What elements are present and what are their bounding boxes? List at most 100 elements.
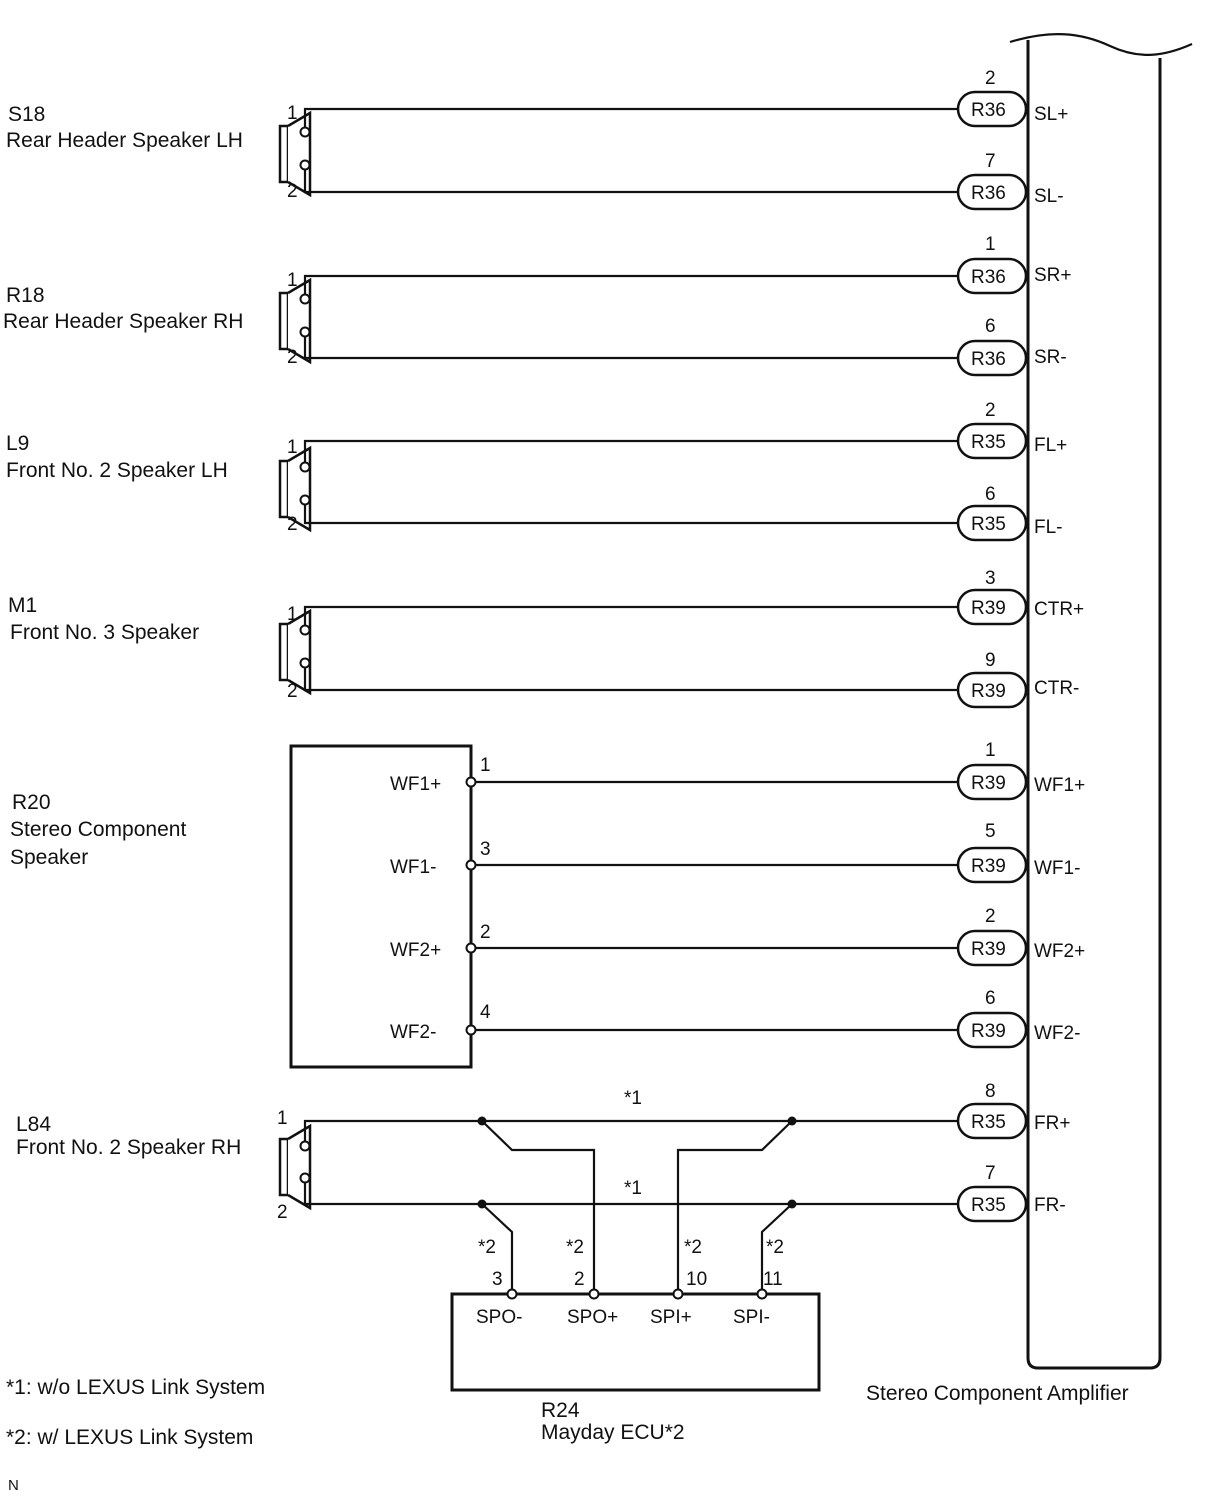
r20-amp-sig-2: WF1- [1034,858,1080,879]
mayday-pin-11: 11 [763,1269,783,1290]
s18-amp-pin-pos: 2 [985,68,996,89]
mayday-pin-3: 3 [492,1269,503,1290]
mayday-terminal-dots [506,1288,768,1300]
l84-amp-pin-neg: 7 [985,1163,996,1184]
r20-conn-4: R39 [971,1021,1006,1042]
mayday-sig-spi-pos: SPI+ [650,1307,692,1328]
r18-name: Rear Header Speaker RH [3,310,243,333]
r18-amp-pin-pos: 1 [985,234,996,255]
l9-amp-pin-neg: 6 [985,484,996,505]
l84-conn-pos: R35 [971,1112,1006,1133]
mayday-pin-10: 10 [686,1269,707,1290]
l84-conn-neg: R35 [971,1195,1006,1216]
mayday-name: Mayday ECU*2 [541,1421,685,1444]
l84-amp-pin-pos: 8 [985,1081,996,1102]
mayday-box [450,1292,821,1392]
s18-pin-pos: 1 [287,103,298,124]
m1-sig-pos: CTR+ [1034,599,1084,620]
r18-code: R18 [6,284,45,307]
m1-conn-pos: R39 [971,598,1006,619]
speaker-m1 [278,605,960,695]
r20-wires [465,776,960,1036]
m1-code: M1 [8,594,37,617]
speaker-l84 [278,1116,960,1294]
l9-sig-neg: FL- [1034,517,1063,538]
l9-pin-neg: 2 [287,514,298,535]
l9-code: L9 [6,432,29,455]
s18-conn-neg: R36 [971,183,1006,204]
l84-code: L84 [16,1113,51,1136]
mayday-note-3: *2 [684,1237,702,1258]
l9-pin-pos: 1 [287,437,298,458]
mayday-note-1: *2 [478,1237,496,1258]
r20-amp-pin-2: 5 [985,821,996,842]
r20-term-wf2p: WF2+ [390,940,441,961]
r20-name-line1: Stereo Component [10,818,186,841]
r20-conn-3: R39 [971,939,1006,960]
l9-conn-neg: R35 [971,514,1006,535]
m1-pin-pos: 1 [287,604,298,625]
r20-pin-4: 4 [480,1002,491,1023]
corner-mark: N [8,1477,19,1494]
l84-pin-neg: 2 [277,1202,288,1223]
r20-pin-1: 1 [480,755,491,776]
r20-amp-sig-3: WF2+ [1034,941,1085,962]
l9-amp-pin-pos: 2 [985,400,996,421]
speaker-s18 [278,107,960,197]
r20-amp-pin-4: 6 [985,988,996,1009]
l84-pin-pos: 1 [277,1108,288,1129]
r20-amp-pin-1: 1 [985,740,996,761]
m1-name: Front No. 3 Speaker [10,621,199,644]
s18-sig-neg: SL- [1034,186,1064,207]
m1-pin-neg: 2 [287,681,298,702]
l84-note-top: *1 [624,1088,642,1109]
mayday-code: R24 [541,1399,580,1422]
r20-amp-sig-4: WF2- [1034,1023,1080,1044]
note-2: *2: w/ LEXUS Link System [6,1426,253,1449]
m1-amp-pin-neg: 9 [985,650,996,671]
r20-code: R20 [12,791,51,814]
r18-pin-pos: 1 [287,270,298,291]
note-1: *1: w/o LEXUS Link System [6,1376,265,1399]
r20-conn-1: R39 [971,773,1006,794]
r20-amp-sig-1: WF1+ [1034,775,1085,796]
l84-name: Front No. 2 Speaker RH [16,1136,241,1159]
r20-pin-2: 2 [480,922,491,943]
l84-sig-neg: FR- [1034,1195,1066,1216]
m1-conn-neg: R39 [971,681,1006,702]
m1-sig-neg: CTR- [1034,678,1079,699]
r18-conn-neg: R36 [971,349,1006,370]
amplifier-name: Stereo Component Amplifier [866,1382,1129,1405]
l84-sig-pos: FR+ [1034,1113,1070,1134]
r18-amp-pin-neg: 6 [985,316,996,337]
l9-name: Front No. 2 Speaker LH [6,459,228,482]
r20-term-wf1n: WF1- [390,857,436,878]
m1-amp-pin-pos: 3 [985,568,996,589]
mayday-sig-spo-pos: SPO+ [567,1307,618,1328]
mayday-note-2: *2 [566,1237,584,1258]
mayday-sig-spo-neg: SPO- [476,1307,522,1328]
l9-sig-pos: FL+ [1034,435,1067,456]
r18-sig-neg: SR- [1034,347,1067,368]
r20-name-line2: Speaker [10,846,88,869]
s18-conn-pos: R36 [971,100,1006,121]
r18-pin-neg: 2 [287,347,298,368]
l84-note-bottom: *1 [624,1178,642,1199]
r20-conn-2: R39 [971,856,1006,877]
amplifier-box [1026,40,1162,1370]
s18-sig-pos: SL+ [1034,104,1068,125]
mayday-pin-2: 2 [574,1269,585,1290]
speaker-r18 [278,274,960,364]
s18-name: Rear Header Speaker LH [6,129,243,152]
r20-pin-3: 3 [480,839,491,860]
mayday-note-4: *2 [766,1237,784,1258]
amplifier-break-line [1009,33,1193,56]
r18-sig-pos: SR+ [1034,265,1072,286]
l9-conn-pos: R35 [971,432,1006,453]
s18-pin-neg: 2 [287,181,298,202]
s18-code: S18 [8,103,45,126]
mayday-sig-spi-neg: SPI- [733,1307,770,1328]
s18-amp-pin-neg: 7 [985,151,996,172]
r20-term-wf1p: WF1+ [390,774,441,795]
